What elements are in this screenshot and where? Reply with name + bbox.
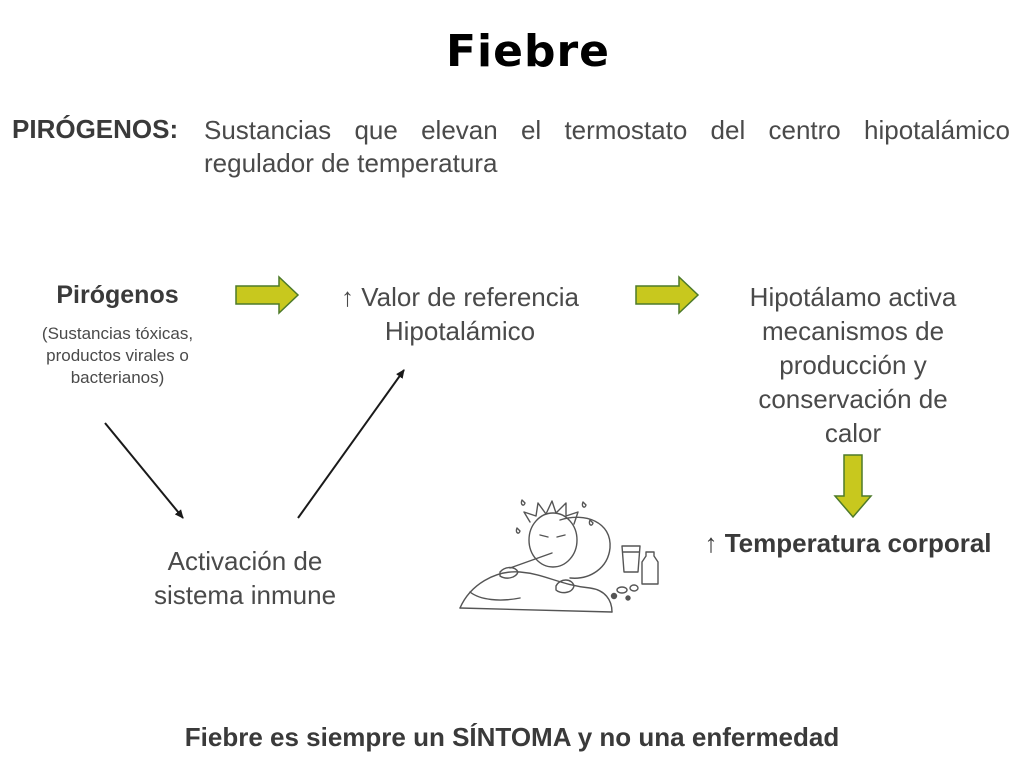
block-arrow-right xyxy=(235,275,300,315)
node-temperatura-corporal: ↑ Temperatura corporal xyxy=(704,528,992,558)
node-line: conservación de xyxy=(758,384,948,414)
node-line: sistema inmune xyxy=(153,580,337,610)
subtitle-line: (Sustancias tóxicas, xyxy=(41,324,194,343)
node-line: Hipotalámico xyxy=(384,316,536,346)
node-pirogenos-title: Pirógenos xyxy=(56,281,179,309)
definition-text: Sustancias que elevan el termostato del … xyxy=(204,115,1010,178)
node-valor-referencia: ↑ Valor de referencia Hipotalámico xyxy=(310,280,610,348)
block-arrow-down xyxy=(833,454,873,519)
node-line: Activación de xyxy=(167,546,323,576)
node-sistema-inmune: Activación de sistema inmune xyxy=(110,544,380,612)
arrow-to-immune xyxy=(104,422,184,519)
definition-term: PIRÓGENOS: xyxy=(12,114,179,144)
node-line: calor xyxy=(824,418,882,448)
node-line: Hipotálamo activa xyxy=(749,282,957,312)
node-hipotalamo: Hipotálamo activa mecanismos de producci… xyxy=(700,280,1006,450)
footer-statement: Fiebre es siempre un SÍNTOMA y no una en… xyxy=(184,722,840,752)
subtitle-line: productos virales o xyxy=(46,346,189,365)
page-title: Fiebre xyxy=(445,26,611,77)
node-line: ↑ Valor de referencia xyxy=(341,282,579,312)
subtitle-line: bacterianos) xyxy=(70,368,165,387)
node-line: mecanismos de xyxy=(761,316,945,346)
arrow-to-valor xyxy=(297,369,405,519)
node-line: producción y xyxy=(779,350,927,380)
sick-child-illustration xyxy=(459,499,659,613)
block-arrow-right xyxy=(635,275,700,315)
node-pirogenos-subtitle: (Sustancias tóxicas, productos virales o… xyxy=(20,323,215,389)
